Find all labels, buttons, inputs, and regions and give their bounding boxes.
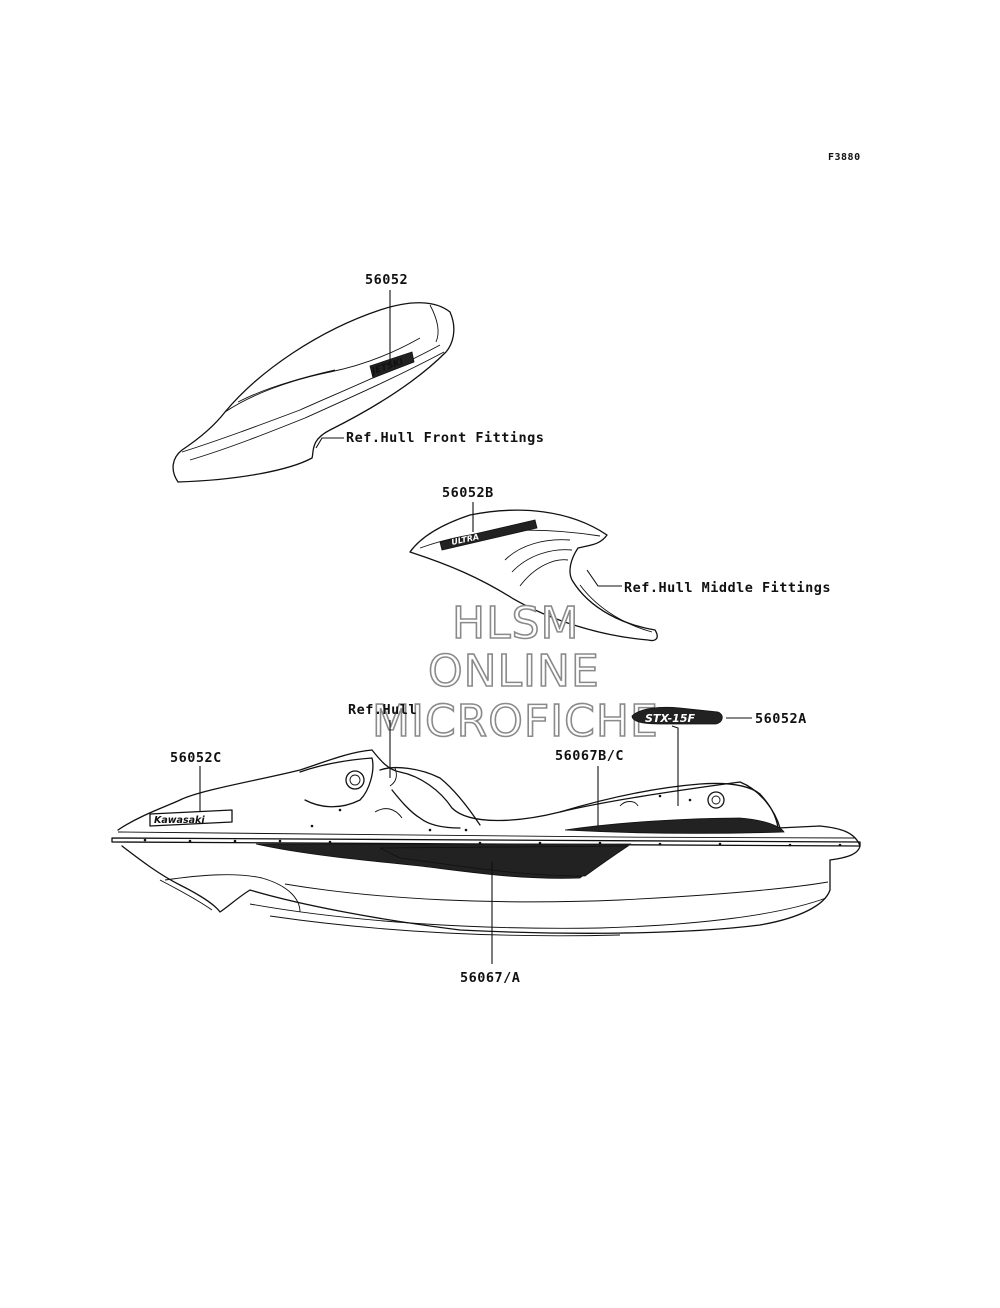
watermark-line-3: MICROFICHE: [372, 696, 659, 747]
figure-code: F3880: [828, 152, 861, 163]
leader-56052a-hull: [671, 725, 679, 806]
ref-hull-middle-fittings-label[interactable]: Ref.Hull Middle Fittings: [624, 580, 831, 596]
watermark: HLSM ONLINE MICROFICHE: [371, 597, 659, 748]
stx-logo-text: STX-15F: [645, 712, 695, 725]
ref-hull-label[interactable]: Ref.Hull: [348, 702, 417, 718]
part-label-56067bc[interactable]: 56067B/C: [555, 748, 624, 764]
part-label-56052b[interactable]: 56052B: [442, 485, 494, 501]
part-label-56052c[interactable]: 56052C: [170, 750, 222, 766]
ref-hull-front-fittings-label[interactable]: Ref.Hull Front Fittings: [346, 430, 544, 446]
leader-hull-middle: [586, 569, 622, 587]
part-label-56052[interactable]: 56052: [365, 272, 408, 288]
stx-side-decal: STX-15F: [631, 706, 723, 725]
part-label-56052a[interactable]: 56052A: [755, 711, 807, 727]
main-hull: Kawasaki: [111, 749, 861, 937]
hull-rivets: [143, 794, 842, 847]
kawasaki-logo-text: Kawasaki: [154, 815, 205, 826]
leader-hull-front: [315, 437, 344, 449]
watermark-line-2: ONLINE: [428, 646, 600, 697]
ultra-logo-decal: ULTRA: [439, 519, 538, 551]
kawasaki-bow-decal: Kawasaki: [149, 809, 233, 827]
middle-hull-piece: ULTRA: [409, 509, 658, 642]
part-label-56067a[interactable]: 56067/A: [460, 970, 520, 986]
front-hull-cover: JETSKI: [172, 302, 455, 483]
jetski-logo-decal: JETSKI: [369, 351, 415, 379]
watermark-line-1: HLSM: [452, 598, 580, 649]
